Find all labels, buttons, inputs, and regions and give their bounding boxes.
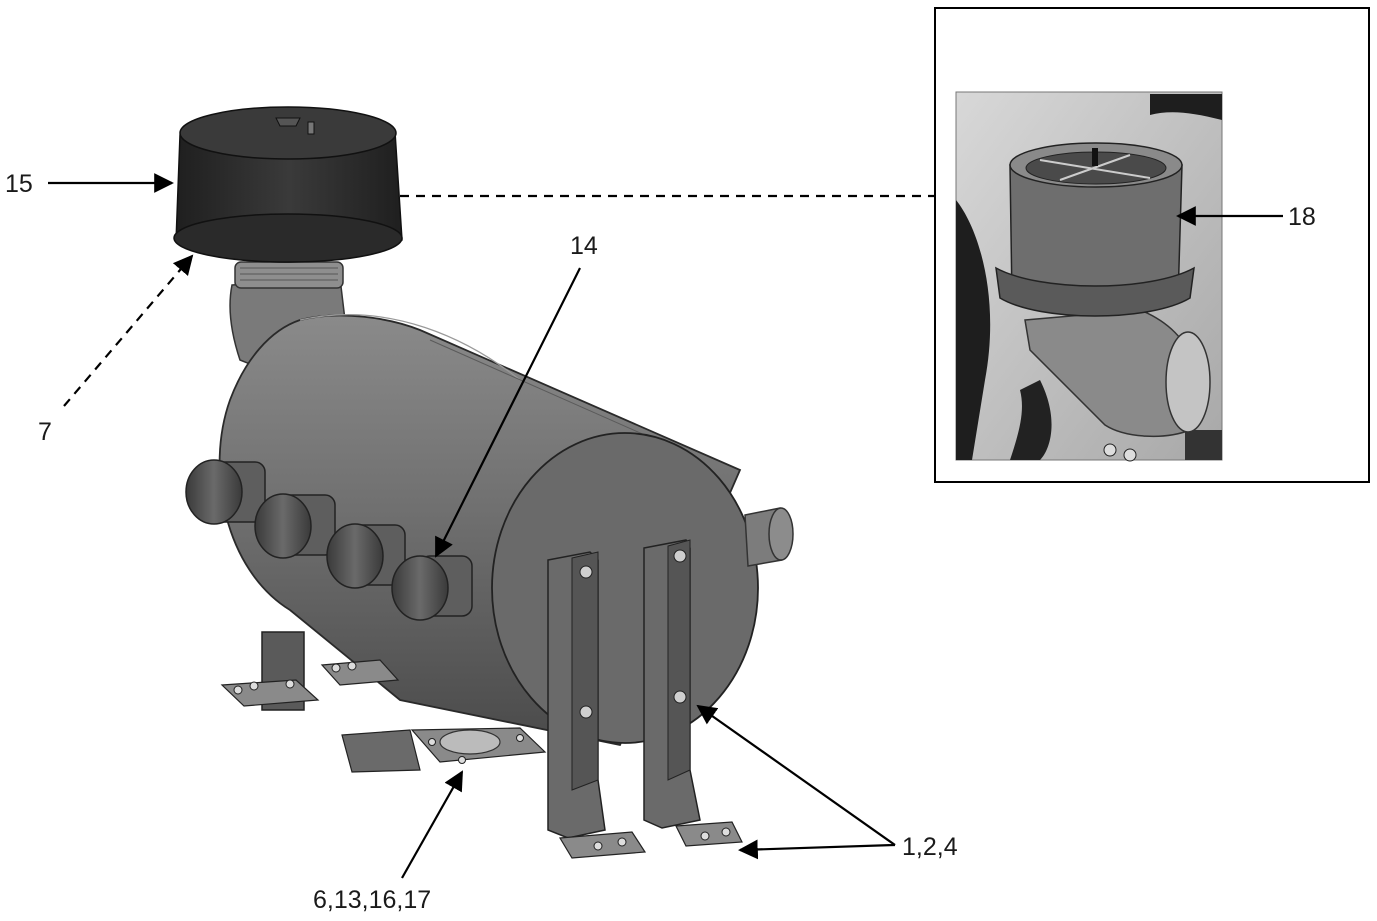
tank-end-cap <box>491 432 759 744</box>
bolt-icon <box>673 549 687 563</box>
bolt-icon <box>673 690 687 704</box>
callout-15: 15 <box>5 170 33 198</box>
muffler-tank-icon <box>173 106 794 859</box>
side-cap-1 <box>185 459 266 525</box>
mounting-bracket-icon <box>547 539 743 859</box>
side-cap-4 <box>391 555 473 621</box>
bolt-icon <box>579 705 593 719</box>
callout-1-2-4: 1,2,4 <box>902 833 958 861</box>
side-cap-2 <box>254 493 336 559</box>
side-caps <box>185 459 473 621</box>
callout-14: 14 <box>570 232 598 260</box>
callout-6-13-16-17: 6,13,16,17 <box>313 886 431 914</box>
leader-lines <box>48 173 1283 879</box>
bolt-icon <box>579 565 593 579</box>
outlet-pipe <box>744 507 794 567</box>
air-filter-icon <box>173 106 403 263</box>
callout-18: 18 <box>1288 203 1316 231</box>
rear-mounting-feet <box>220 631 400 711</box>
bottom-plate <box>341 727 547 773</box>
callout-7: 7 <box>38 418 52 446</box>
detail-inset <box>934 7 1370 483</box>
side-cap-3 <box>326 523 406 589</box>
